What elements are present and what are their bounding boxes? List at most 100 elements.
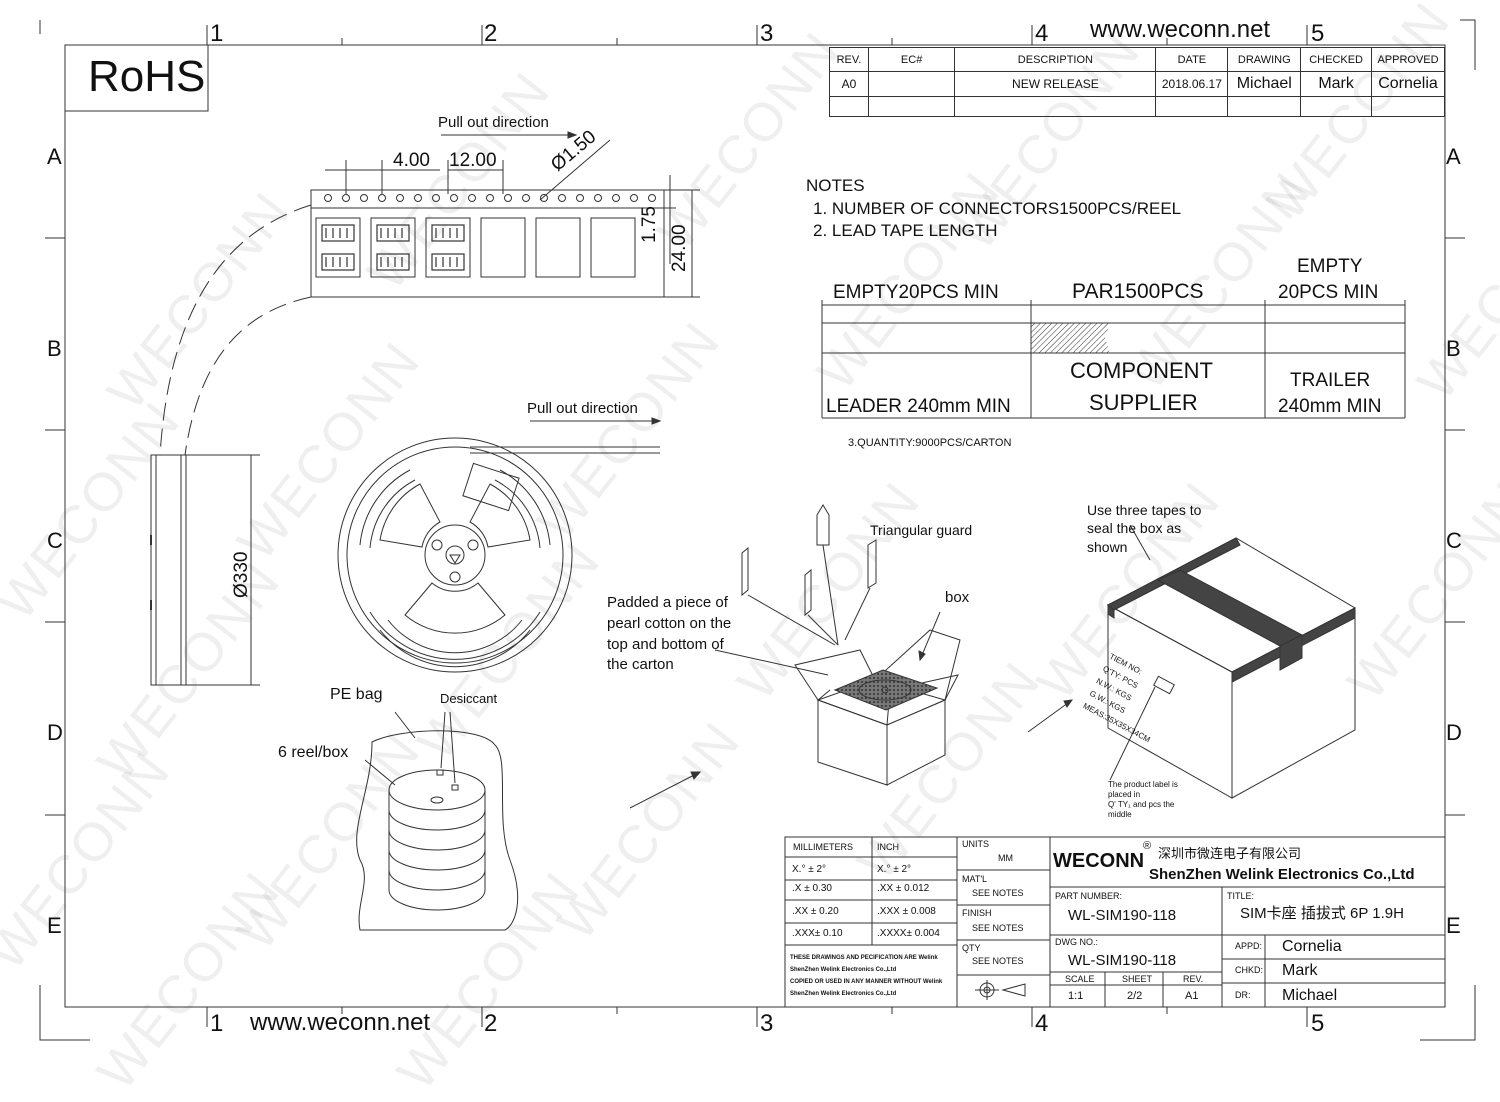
rohs-mark: RoHS (88, 52, 206, 101)
tapes-note: seal the box as (1087, 520, 1182, 536)
part-number-label: PART NUMBER: (1055, 891, 1123, 901)
row-letter: B (47, 336, 62, 361)
col-number: 4 (1035, 1010, 1049, 1037)
rev-label: REV. (1183, 974, 1204, 984)
col-number: 3 (760, 20, 774, 47)
dim-tape-width: 24.00 (669, 224, 690, 272)
tol-inch: .XX ± 0.012 (877, 883, 930, 894)
note-item: 2. LEAD TAPE LENGTH (813, 221, 998, 240)
qty-value: SEE NOTES (972, 956, 1024, 966)
dim-reel-diameter: Ø330 (231, 551, 252, 598)
drawing-title: SIM卡座 插拔式 6P 1.9H (1240, 905, 1404, 922)
row-letter: D (47, 720, 63, 745)
units-label: UNITS (962, 839, 989, 849)
matl-label: MAT'L (962, 874, 988, 884)
disclaimer: THESE DRAWINGS AND PECIFICATION ARE Weli… (790, 952, 942, 1000)
supplier-label: SUPPLIER (1089, 390, 1198, 415)
desiccant-label: Desiccant (440, 691, 498, 706)
reel-box-label: 6 reel/box (278, 744, 349, 761)
date-header: DATE (1155, 47, 1229, 72)
disclaimer-line: ShenZhen Welink Electronics Co.,Ltd (790, 991, 897, 997)
drawing-value: Michael (1227, 71, 1302, 97)
website-link[interactable]: www.weconn.net (250, 1009, 431, 1036)
col-number: 1 (210, 20, 224, 47)
quantity-note: 3.QUANTITY:9000PCS/CARTON (848, 437, 1012, 449)
approved-header: APPROVED (1371, 47, 1445, 72)
brand-logo: WECONN (1053, 850, 1145, 872)
tol-inch: .XXX ± 0.008 (877, 906, 936, 917)
tapes-note: Use three tapes to (1087, 502, 1202, 518)
scale-value: 1:1 (1068, 990, 1084, 1002)
sheet-label: SHEET (1122, 974, 1153, 984)
website-link[interactable]: www.weconn.net (1090, 16, 1271, 43)
tol-inch: .XXXX± 0.004 (877, 928, 940, 939)
tapes-note: shown (1087, 539, 1128, 555)
ec-header: EC# (867, 47, 956, 72)
drawing-header: DRAWING (1227, 47, 1302, 72)
sheet-value: 2/2 (1127, 990, 1143, 1002)
description-header: DESCRIPTION (954, 47, 1157, 72)
appd-value: Cornelia (1282, 938, 1342, 955)
empty-cell (1155, 96, 1229, 117)
tol-head-inch: INCH (877, 842, 899, 852)
dwg-no: WL-SIM190-118 (1068, 952, 1177, 969)
dim-pitch-pocket: 12.00 (449, 150, 497, 171)
pe-bag-label: PE bag (330, 686, 383, 703)
empty-right-count: 20PCS MIN (1278, 282, 1379, 303)
finish-label: FINISH (962, 908, 992, 918)
padded-note: Padded a piece of (607, 594, 728, 611)
triangular-guard-label: Triangular guard (870, 522, 973, 538)
registered-mark: ® (1143, 840, 1152, 852)
label-note-line: middle (1108, 810, 1132, 819)
empty-left-label: EMPTY20PCS MIN (833, 282, 999, 303)
col-number: 3 (760, 1010, 774, 1037)
col-number: 1 (210, 1010, 224, 1037)
row-letter: C (1446, 528, 1462, 553)
empty-cell (1300, 96, 1373, 117)
appd-label: APPD: (1235, 941, 1263, 951)
company-name-cn: 深圳市微连电子有限公司 (1158, 846, 1302, 861)
approved-value: Cornelia (1371, 71, 1445, 97)
pull-out-label: Pull out direction (438, 114, 549, 131)
trailer-label: TRAILER (1290, 370, 1371, 391)
note-item: 1. NUMBER OF CONNECTORS1500PCS/REEL (813, 199, 1182, 218)
chkd-label: CHKD: (1235, 965, 1264, 975)
empty-cell (1371, 96, 1445, 117)
padded-note: top and bottom of (607, 636, 724, 653)
tol-mm: .XXX± 0.10 (792, 928, 843, 939)
qty-label: QTY (962, 943, 981, 953)
label-note: The product label is placed in Q' TY₁ an… (1108, 780, 1178, 820)
col-number: 5 (1311, 1010, 1325, 1037)
padded-note: pearl cotton on the (607, 615, 732, 632)
empty-cell (1227, 96, 1302, 117)
revision-table: REV. EC# DESCRIPTION DATE DRAWING CHECKE… (829, 47, 1445, 117)
checked-header: CHECKED (1300, 47, 1373, 72)
leader-label: LEADER 240mm MIN (826, 396, 1011, 417)
par-label: PAR1500PCS (1072, 280, 1204, 303)
box-label: box (945, 589, 970, 606)
drawing-graphics (39, 19, 1476, 1041)
rev-value: A1 (1185, 990, 1199, 1002)
col-number: 5 (1311, 20, 1325, 47)
tol-mm: .X ± 0.30 (792, 883, 832, 894)
dim-edge: 1.75 (639, 206, 660, 243)
label-note-line: placed in (1108, 790, 1141, 799)
padded-note: the carton (607, 656, 674, 673)
checked-value: Mark (1300, 71, 1373, 97)
empty-right-label: EMPTY (1297, 256, 1363, 277)
tol-mm: .XX ± 0.20 (792, 906, 839, 917)
description-value: NEW RELEASE (954, 71, 1157, 97)
dwg-no-label: DWG NO.: (1055, 937, 1098, 947)
disclaimer-line: COPIED OR USED IN ANY MANNER WITHOUT Wel… (790, 979, 943, 985)
label-note-line: Q' TY₁ and pcs the (1108, 800, 1175, 809)
disclaimer-line: ShenZhen Welink Electronics Co.,Ltd (790, 967, 897, 973)
col-number: 2 (484, 20, 498, 47)
tol-mm: X.° ± 2° (792, 864, 827, 875)
units-value: MM (998, 853, 1013, 863)
label-note-line: The product label is (1108, 780, 1178, 789)
component-label: COMPONENT (1070, 358, 1213, 383)
notes-title: NOTES (806, 176, 865, 195)
rev-value: A0 (829, 71, 869, 97)
reel-pull-out-label: Pull out direction (527, 400, 638, 417)
